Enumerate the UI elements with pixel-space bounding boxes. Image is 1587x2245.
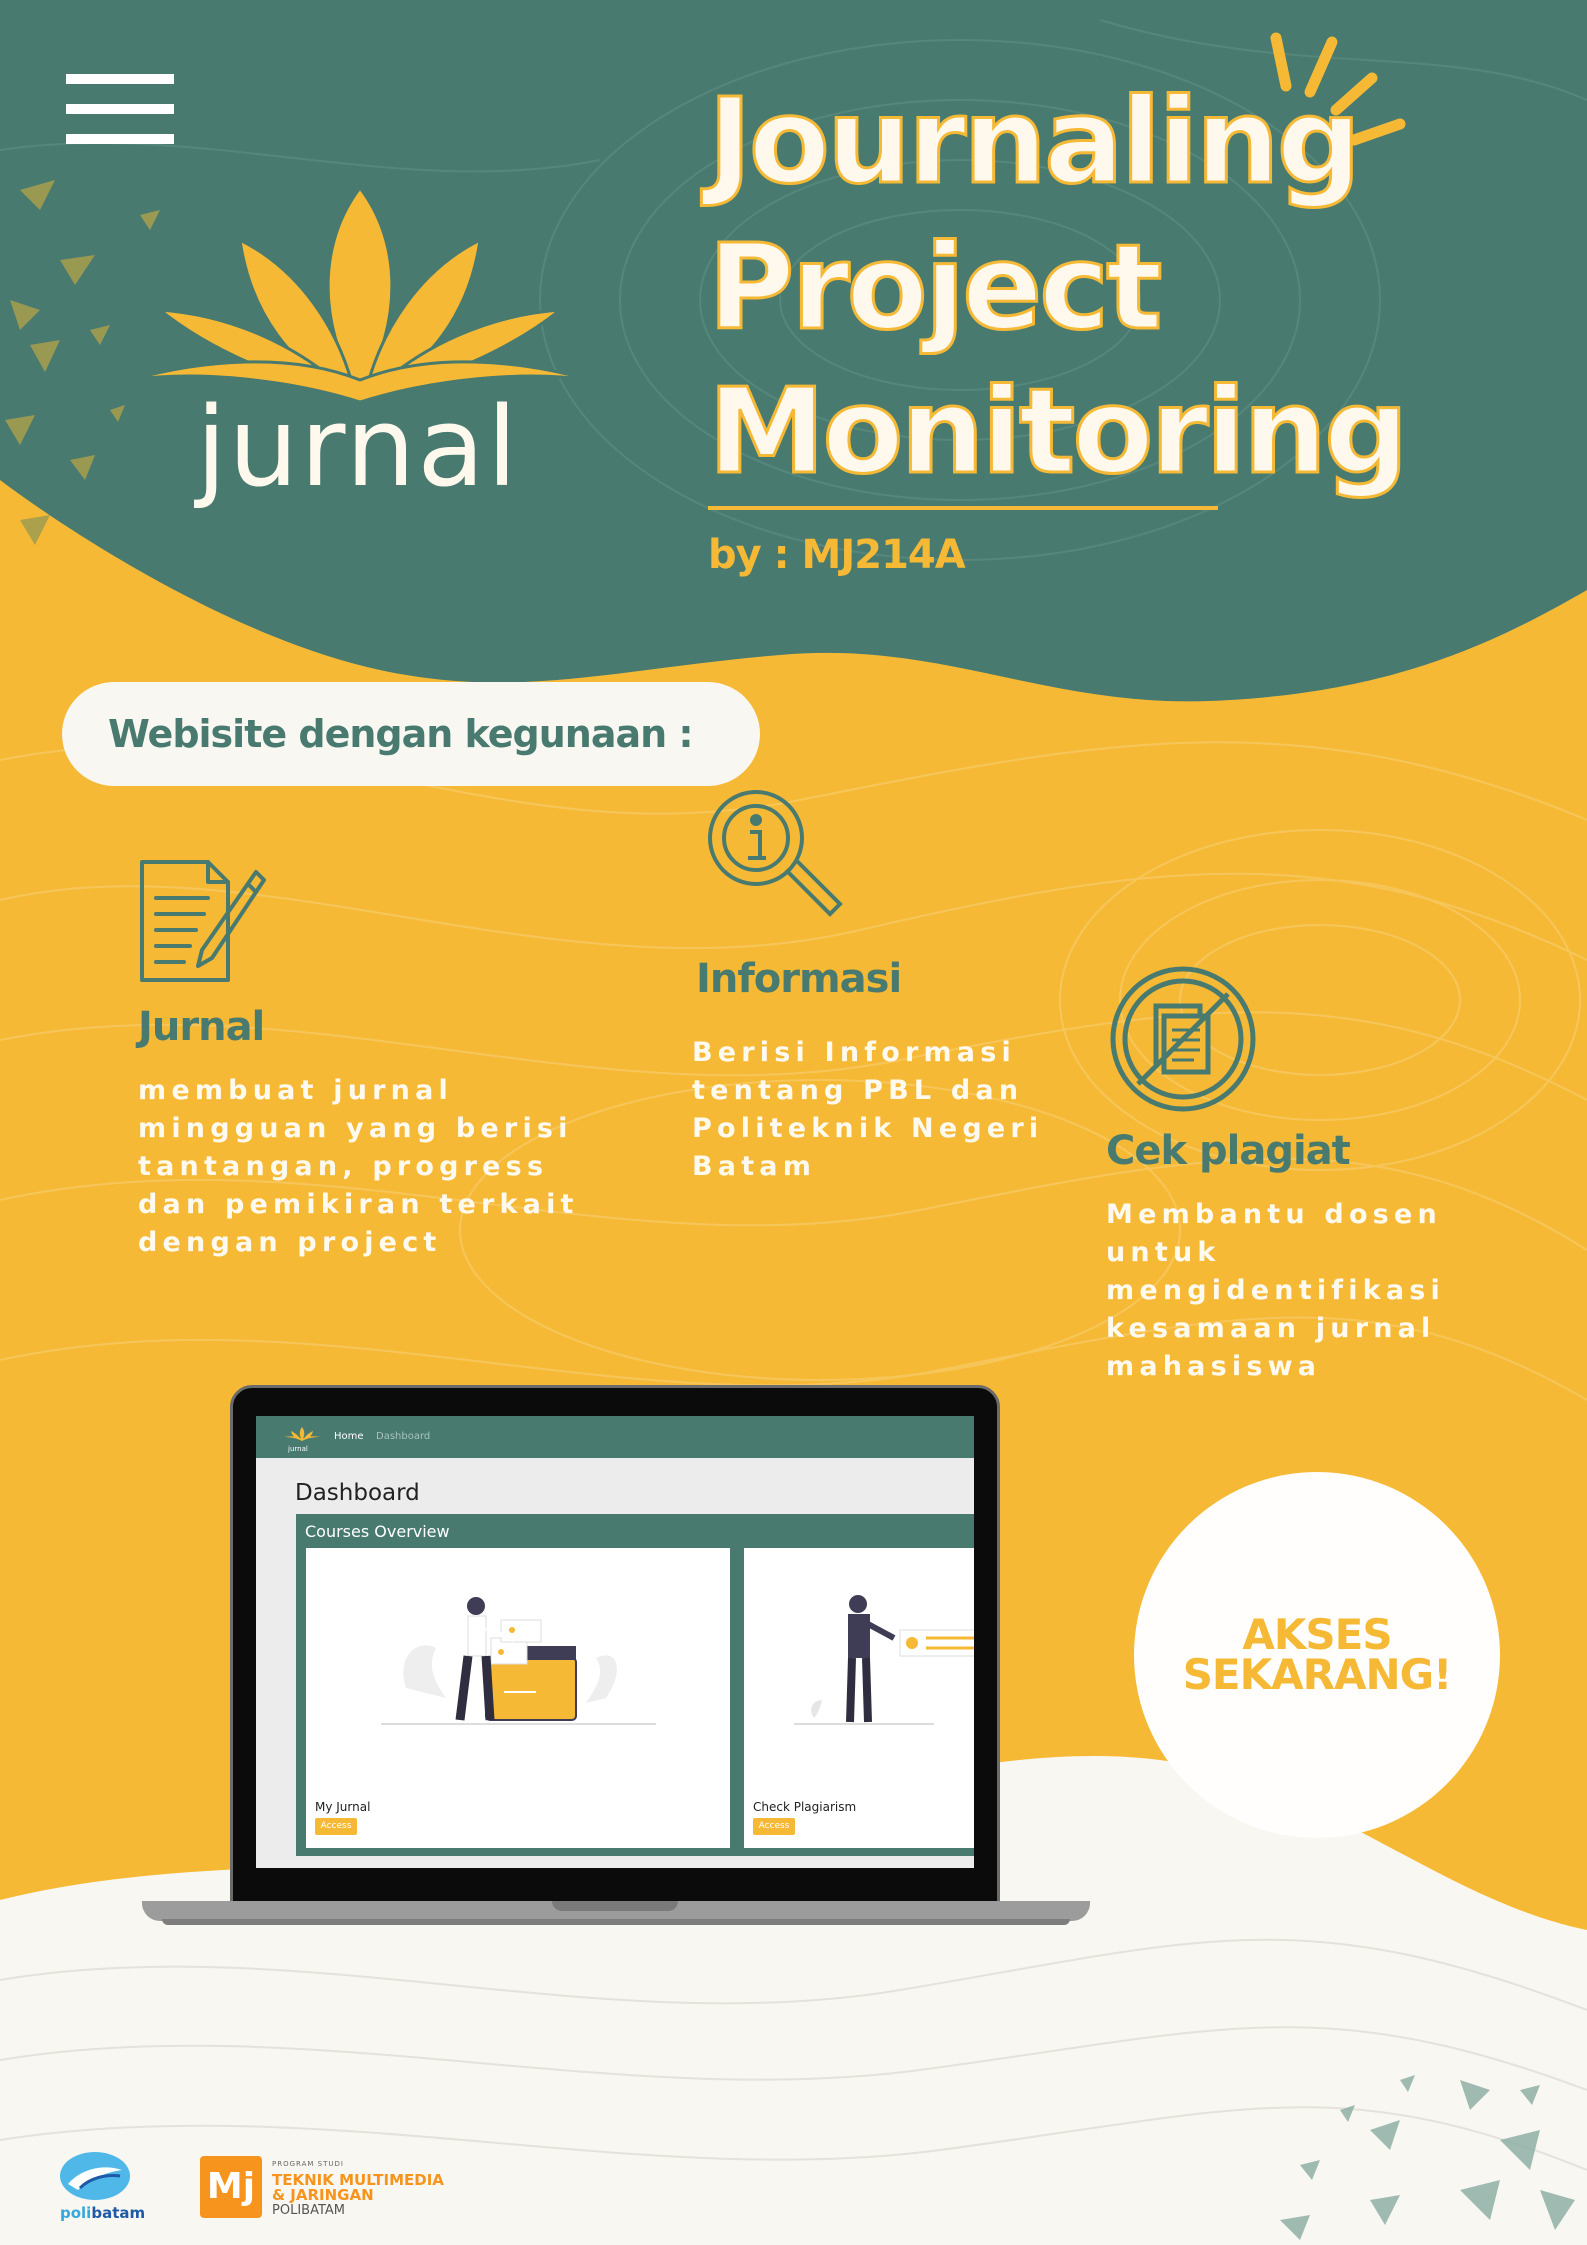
title-line-2: Project	[707, 218, 1165, 356]
screen-card-my-jurnal[interactable]: My Jurnal Access	[306, 1548, 730, 1848]
cta-circle[interactable]	[1134, 1472, 1500, 1838]
screen-lotus-logo-icon	[284, 1427, 320, 1441]
laptop-screen: jurnal Home Dashboard Dashboard Courses …	[256, 1416, 974, 1868]
tmj-line-1: TEKNIK MULTIMEDIA	[272, 2171, 444, 2189]
laptop-base-shadow	[162, 1919, 1070, 1925]
screen-panel-title: Courses Overview	[305, 1522, 450, 1541]
info-magnifier-icon	[708, 790, 843, 917]
byline: by : MJ214A	[708, 532, 966, 578]
screen-card-label: Check Plagiarism	[753, 1800, 857, 1814]
title-line-3: Monitoring	[707, 362, 1411, 500]
polibatam-logo-icon	[60, 2152, 130, 2200]
man-checklist-illustration-icon	[794, 1595, 974, 1725]
screen-nav-home[interactable]: Home	[334, 1431, 364, 1442]
tmj-program-label: PROGRAM STUDI	[272, 2160, 344, 2168]
tmj-line-3: POLIBATAM	[272, 2203, 345, 2218]
feature-jurnal-title: Jurnal	[138, 1004, 265, 1050]
logo-wordmark: jurnal	[196, 383, 520, 511]
feature-cek-plagiat-description: Membantu dosen untuk mengidentifikasi ke…	[1106, 1199, 1445, 1382]
journal-writing-icon	[140, 860, 266, 982]
screen-card-label: My Jurnal	[315, 1800, 371, 1814]
cta-line-1[interactable]: AKSES	[1242, 1610, 1392, 1659]
screen-nav-dashboard[interactable]: Dashboard	[376, 1431, 431, 1442]
lotus-logo-icon	[129, 185, 591, 404]
hamburger-menu-icon[interactable]	[66, 74, 176, 148]
screen-navbar	[256, 1416, 974, 1458]
screen-heading: Dashboard	[295, 1480, 420, 1506]
no-copy-icon	[1110, 966, 1256, 1112]
laptop-base	[142, 1901, 1090, 1921]
screen-card-access-button[interactable]: Access	[753, 1818, 795, 1835]
cta-line-2[interactable]: SEKARANG!	[1182, 1650, 1453, 1699]
sparkle-decoration-icon	[1270, 32, 1406, 146]
feature-jurnal-description: membuat jurnal mingguan yang berisi tant…	[138, 1075, 579, 1258]
title-line-1: Journaling	[706, 72, 1362, 210]
feature-informasi-description: Berisi Informasi tentang PBL dan Politek…	[692, 1037, 1044, 1182]
screen-card-access-button[interactable]: Access	[315, 1818, 357, 1835]
tmj-logo-icon: Mj	[200, 2156, 262, 2218]
intro-pill	[62, 682, 760, 786]
feature-cek-plagiat-title: Cek plagiat	[1106, 1128, 1351, 1174]
laptop-notch	[552, 1901, 678, 1911]
screen-card-check-plagiarism[interactable]: Check Plagiarism Access	[744, 1548, 974, 1848]
tmj-line-2: & JARINGAN	[272, 2186, 374, 2204]
title-divider	[708, 506, 1218, 510]
feature-informasi-title: Informasi	[696, 956, 902, 1002]
polibatam-wordmark-part1: poli	[60, 2204, 92, 2222]
polibatam-wordmark: polibatam	[60, 2204, 145, 2222]
intro-label: Webisite dengan kegunaan :	[108, 712, 694, 756]
polibatam-wordmark-part2: batam	[91, 2204, 146, 2222]
woman-files-illustration-icon	[381, 1597, 656, 1725]
screen-logo-text: jurnal	[288, 1445, 308, 1453]
